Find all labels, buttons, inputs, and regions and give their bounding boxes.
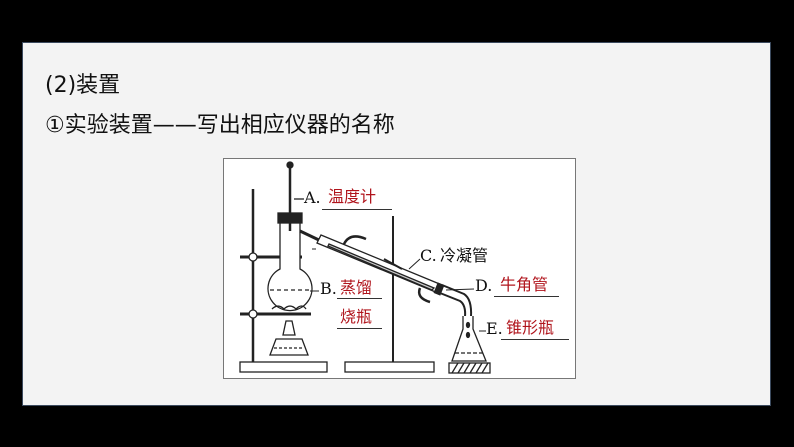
answer-line: [501, 339, 569, 340]
alcohol-lamp: [269, 320, 309, 356]
answer-line: [337, 298, 382, 299]
answer-conical-flask: 锥形瓶: [506, 318, 555, 337]
middle-iron-stand: [344, 216, 435, 373]
answer-distillation-flask-2: 烧瓶: [340, 307, 373, 326]
label-e-letter: E.: [486, 319, 503, 338]
label-d-letter: D.: [475, 276, 493, 295]
slide-panel: (2)装置 ①实验装置——写出相应仪器的名称: [22, 42, 771, 406]
answer-thermometer: 温度计: [328, 187, 377, 206]
answer-line: [322, 209, 392, 210]
leader-lines: [310, 248, 486, 332]
adapter: [433, 282, 473, 318]
subheading: ①实验装置——写出相应仪器的名称: [45, 113, 395, 138]
section-heading: (2)装置: [45, 73, 121, 98]
label-a-letter: A.: [304, 188, 321, 207]
left-iron-stand: [239, 189, 328, 373]
answer-line: [337, 328, 382, 329]
answer-adapter: 牛角管: [500, 275, 549, 294]
answer-distillation-flask-1: 蒸馏: [340, 278, 373, 297]
answer-line: [494, 296, 559, 297]
condenser: [316, 234, 443, 304]
label-c-letter: C.: [420, 246, 437, 265]
apparatus-drawing: [239, 161, 491, 374]
distillation-flask: [267, 212, 322, 312]
conical-flask: [448, 316, 491, 374]
label-condenser: 冷凝管: [440, 246, 489, 265]
thermometer: [286, 161, 304, 231]
label-b-letter: B.: [320, 279, 337, 298]
distillation-apparatus-diagram: A. 温度计 B. 蒸馏 烧瓶 C. 冷凝管 D. 牛角管 E. 锥形瓶: [223, 158, 576, 379]
